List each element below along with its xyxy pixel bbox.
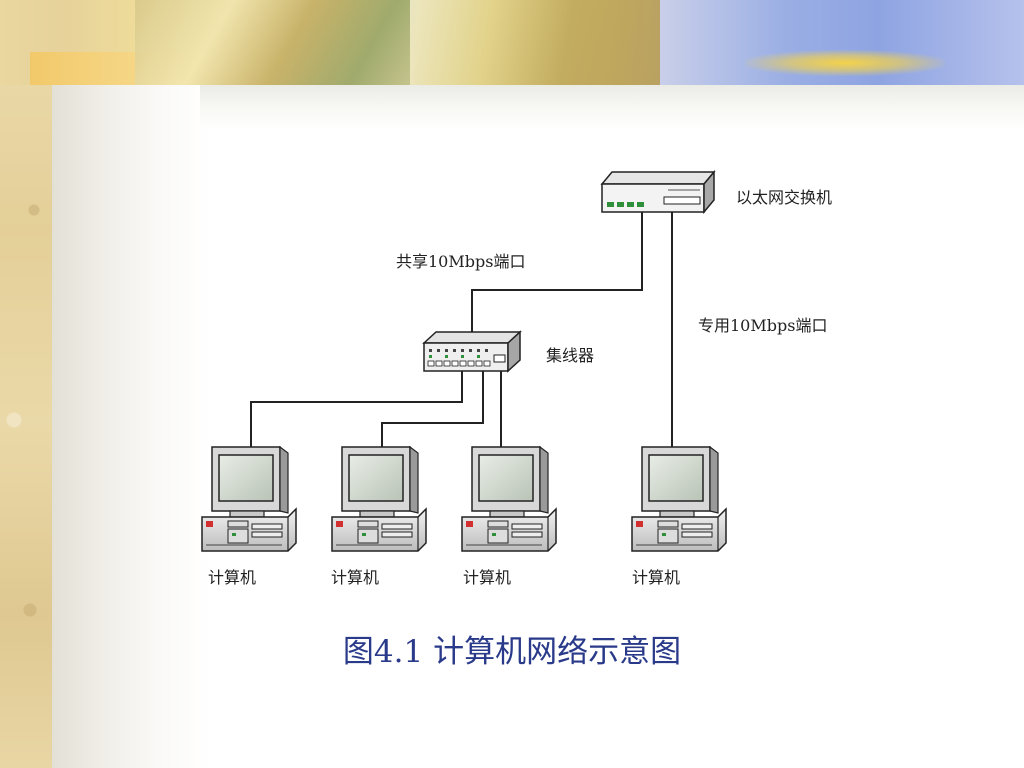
- computer-icon-3: [461, 446, 557, 552]
- banner-leaf-art: [135, 0, 415, 85]
- network-links: [250, 212, 673, 447]
- computer-label-4: 计算机: [632, 568, 681, 587]
- banner-shadow: [200, 85, 1024, 130]
- link-switch-hub: [471, 212, 643, 332]
- computer-label-1: 计算机: [208, 568, 257, 587]
- banner-wheat-glow: [745, 50, 945, 76]
- figure-caption: 图4.1 计算机网络示意图: [342, 634, 682, 670]
- link-hub-computer-2: [381, 371, 484, 447]
- banner-golden-art: [410, 0, 670, 85]
- ethernet-switch-icon: [600, 169, 716, 215]
- hub-label: 集线器: [546, 346, 595, 365]
- switch-label: 以太网交换机: [736, 188, 833, 207]
- link-hub-computer-1: [250, 371, 463, 447]
- computer-icon-4: [631, 446, 727, 552]
- dedicated-port-label: 专用10Mbps端口: [698, 316, 828, 335]
- left-shadow: [52, 85, 212, 768]
- computer-icon-1: [201, 446, 297, 552]
- computer-label-3: 计算机: [463, 568, 512, 587]
- computer-label-2: 计算机: [331, 568, 380, 587]
- hub-icon: [422, 330, 522, 373]
- decorative-banner: [0, 0, 1024, 85]
- shared-port-label: 共享10Mbps端口: [396, 252, 526, 271]
- computer-icon-2: [331, 446, 427, 552]
- parchment-strip: [0, 0, 52, 768]
